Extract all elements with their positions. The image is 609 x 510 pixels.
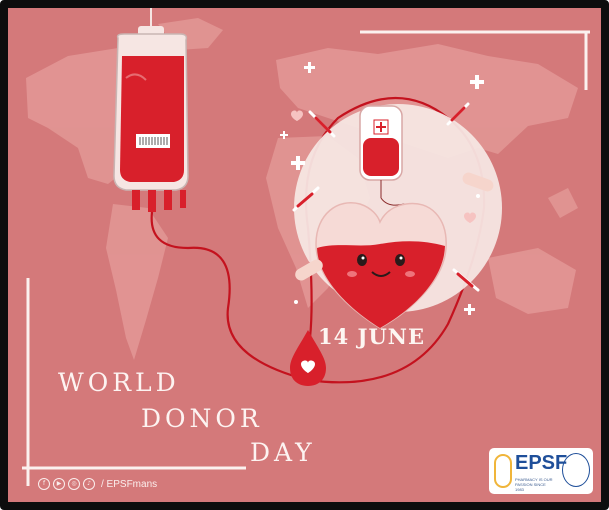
title-line-world: WORLD [58,368,180,397]
heart-character [315,202,447,329]
facebook-icon[interactable]: f [38,478,50,490]
tiktok-icon[interactable]: ♪ [83,478,95,490]
social-handle: / EPSFmans [101,478,158,490]
blood-drop-icon [290,330,326,386]
logo-badge-icon [494,454,512,488]
logo-crest-icon [562,453,590,487]
logo-subtext: PHARMACY IS OUR PASSION SINCE 1983 [515,477,553,492]
small-blood-bag [359,105,413,229]
plus-sparkles [280,62,484,315]
social-links: f ▶ ◎ ♪ / EPSFmans [38,478,157,490]
poster-artwork [8,8,601,502]
title-line-donor: DONOR [141,404,263,433]
syringes [292,102,480,292]
title-line-day: DAY [250,438,316,467]
decor-lines [22,30,590,486]
logo-text: EPSF [515,452,568,474]
instagram-icon[interactable]: ◎ [68,478,80,490]
event-date: 14 JUNE [318,324,425,349]
epsf-logo: EPSF PHARMACY IS OUR PASSION SINCE 1983 [489,448,593,494]
floating-hearts [291,110,476,223]
blood-bag-illustration [113,8,189,212]
youtube-icon[interactable]: ▶ [53,478,65,490]
bandages [295,172,494,281]
